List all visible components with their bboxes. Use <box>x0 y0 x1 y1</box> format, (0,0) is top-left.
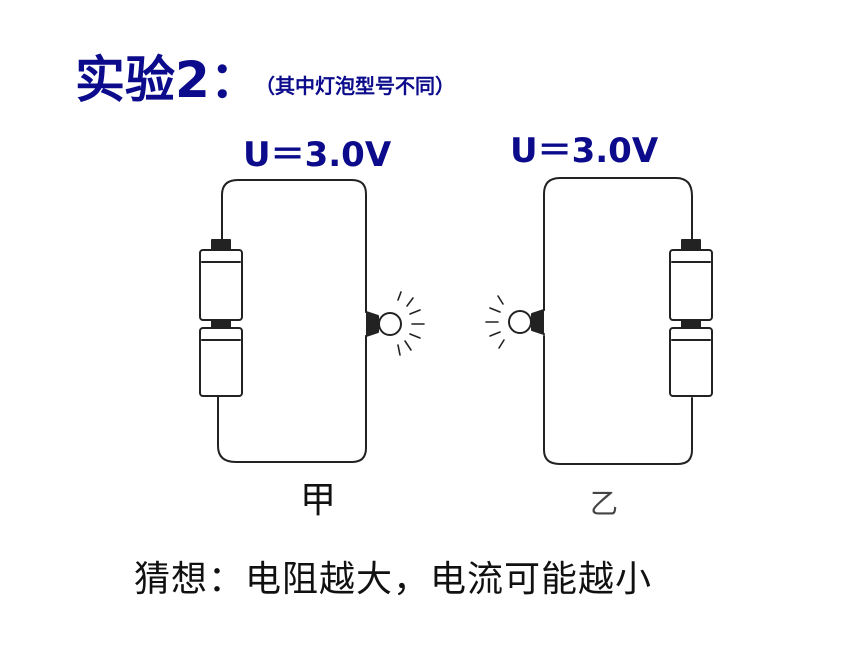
bulb-b-rays <box>485 295 505 349</box>
conclusion-text: 猜想：电阻越大，电流可能越小 <box>134 559 653 600</box>
bulb-a <box>365 311 402 337</box>
bulb-a-rays <box>397 291 425 356</box>
circuit-a-wire <box>217 179 367 463</box>
battery-a-bottom <box>199 319 243 397</box>
circuit-b-wire <box>543 177 693 465</box>
battery-b-top <box>669 239 713 321</box>
voltage-label-a: U＝3.0V <box>243 135 392 175</box>
circuit-a <box>199 179 425 463</box>
slide-subtitle: （其中灯泡型号不同） <box>255 74 455 98</box>
slide-title: 实验2： <box>75 51 260 109</box>
circuit-label-b: 乙 <box>590 487 619 520</box>
circuit-b <box>485 177 713 465</box>
bulb-b <box>508 309 545 335</box>
circuit-label-a: 甲 <box>300 480 337 521</box>
battery-b-bottom <box>669 319 713 397</box>
battery-a-top <box>199 239 243 321</box>
voltage-label-b: U＝3.0V <box>510 131 659 171</box>
